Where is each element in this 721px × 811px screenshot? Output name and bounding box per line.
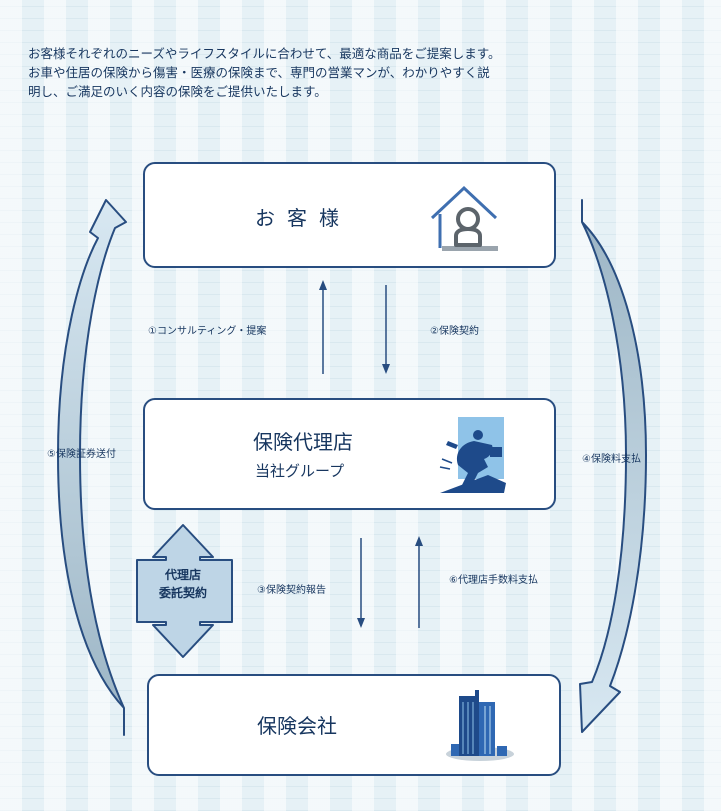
company-title: 保険会社: [257, 714, 337, 738]
agency-title: 保険代理店: [253, 430, 353, 454]
intro-text: お客様それぞれのニーズやライフスタイルに合わせて、最適な商品をご提案します。 お…: [28, 44, 668, 101]
certificate-delivery-arrow: [57, 199, 127, 736]
premium-payment-arrow: [579, 199, 647, 733]
intro-line-2: お車や住居の保険から傷害・医療の保険まで、専門の営業マンが、わかりやすく説: [28, 65, 490, 80]
customer-node: お客様: [143, 162, 556, 268]
contract-arrowhead: [382, 364, 390, 374]
agency-subtitle: 当社グループ: [255, 462, 345, 480]
consulting-arrowhead: [319, 280, 327, 290]
agency-contract-label: 代理店 委託契約: [148, 566, 218, 602]
consulting-label: ①コンサルティング・提案: [148, 326, 267, 337]
commission-payment-label: ⑥代理店手数料支払: [449, 575, 538, 586]
premium-payment-label: ④保険料支払: [582, 454, 641, 465]
contract-label: ②保険契約: [430, 326, 479, 337]
house-person-icon: [430, 185, 498, 251]
contract-report-label: ③保険契約報告: [257, 585, 326, 596]
certificate-delivery-label: ⑤保険証券送付: [47, 449, 116, 460]
commission-payment-arrowhead: [415, 536, 423, 546]
agency-contract-arrow: [136, 524, 233, 658]
insurance-company-node: 保険会社: [147, 674, 561, 776]
agency-contract-line-2: 委託契約: [158, 586, 207, 600]
agency-node: 保険代理店 当社グループ: [143, 398, 556, 510]
customer-title: お客様: [255, 206, 351, 230]
office-building-icon: [446, 690, 514, 761]
intro-line-3: 明し、ご満足のいく内容の保険をご提供いたします。: [28, 84, 327, 99]
intro-line-1: お客様それぞれのニーズやライフスタイルに合わせて、最適な商品をご提案します。: [28, 46, 501, 61]
businessman-running-icon: [439, 417, 506, 493]
agency-contract-line-1: 代理店: [164, 568, 201, 582]
contract-report-arrowhead: [357, 618, 365, 628]
